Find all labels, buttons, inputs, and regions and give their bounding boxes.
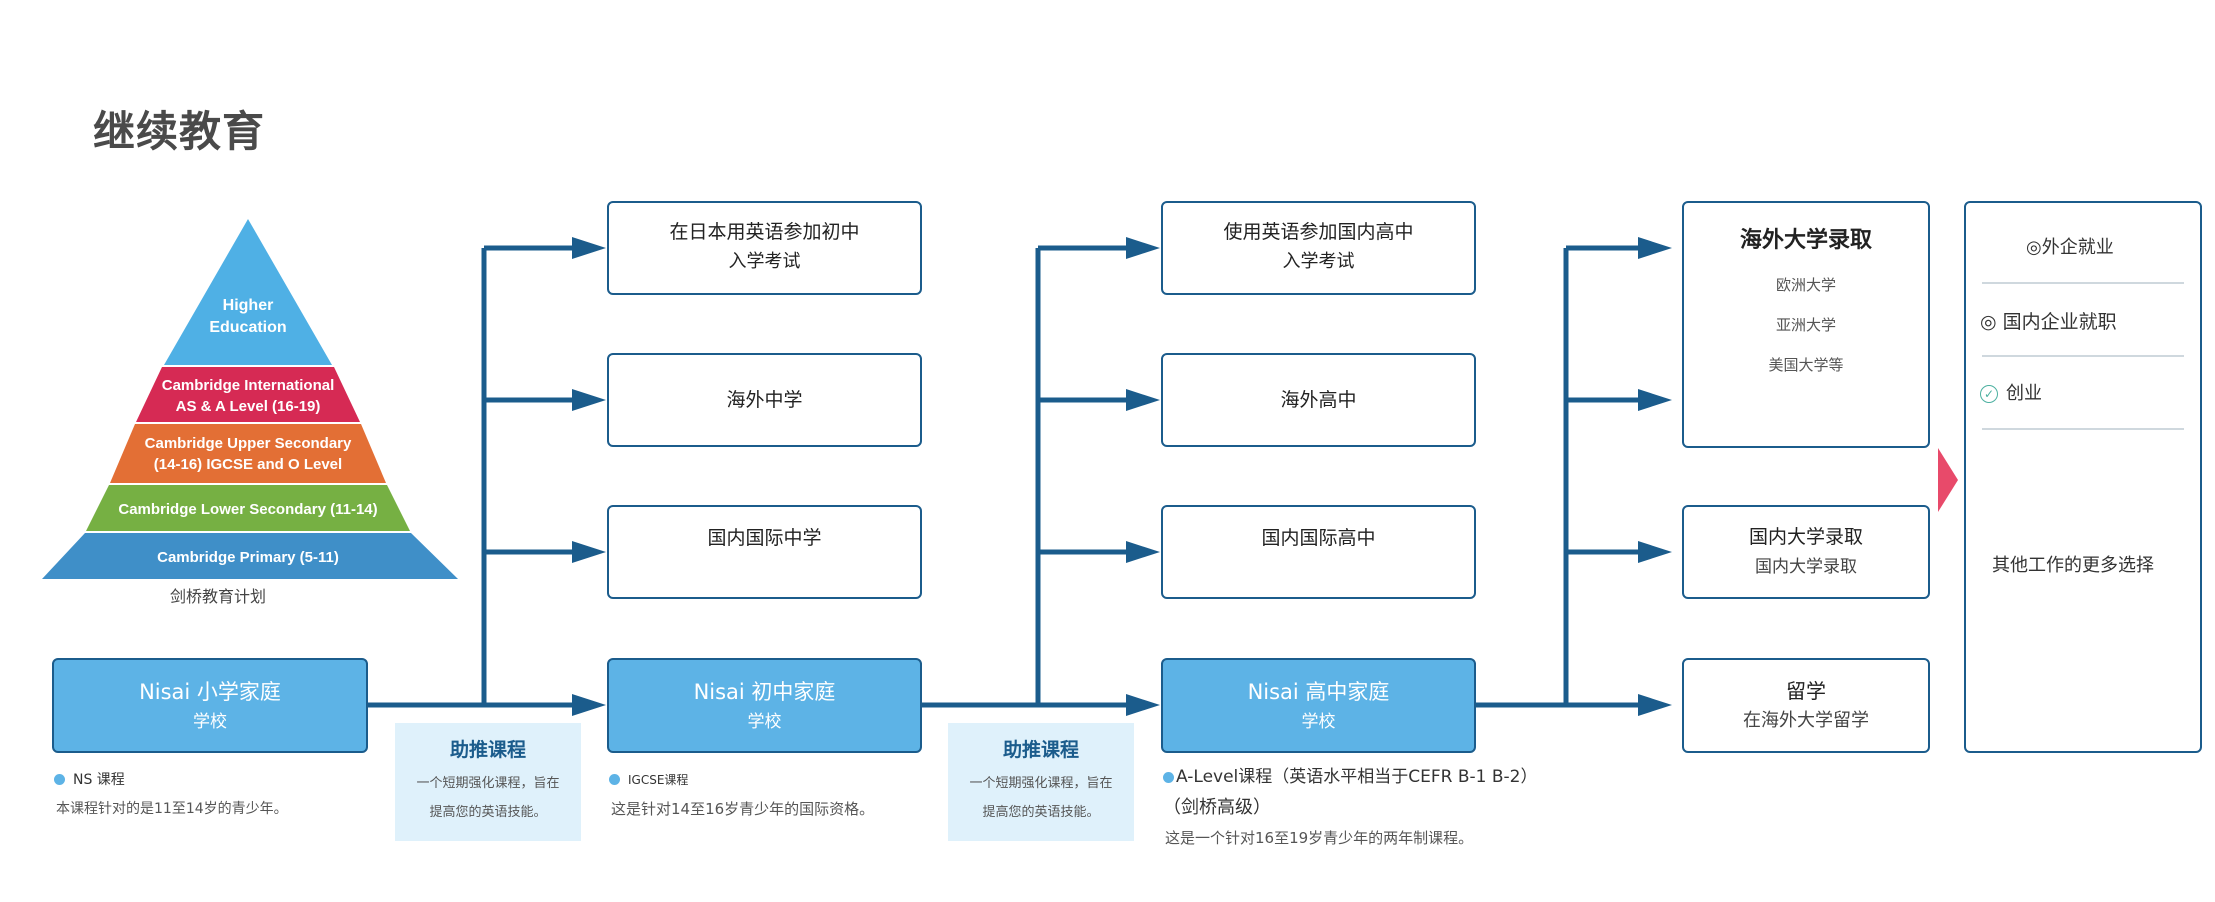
career-item-domestic: ◎ 国内企业就职 [1980, 311, 2117, 333]
boost-desc: 一个短期强化课程，旨在提高您的英语技能。 [969, 776, 1113, 820]
boost-title: 助推课程 [1002, 739, 1079, 761]
school-junior[interactable]: Nisai 初中家庭 学校 [607, 658, 922, 753]
school-sub: 学校 [747, 711, 782, 732]
pyramid-level-upper-secondary [110, 424, 386, 483]
school-name: Nisai 高中家庭 [1247, 679, 1390, 704]
divider [1982, 428, 2184, 430]
pyramid-label: AS & A Level (16-19) [176, 398, 321, 415]
school-primary[interactable]: Nisai 小学家庭 学校 [52, 658, 368, 753]
course-label: NS 课程 [54, 765, 125, 794]
pyramid-level-lower-secondary [86, 485, 410, 531]
box-jhs-exam: 在日本用英语参加初中 入学考试 [607, 201, 922, 295]
boost-course-2: 助推课程 一个短期强化课程，旨在提高您的英语技能。 [948, 723, 1134, 841]
pyramid-caption: 剑桥教育计划 [170, 587, 267, 606]
divider [1982, 282, 2184, 284]
school-name: Nisai 初中家庭 [693, 679, 836, 704]
boost-title: 助推课程 [449, 739, 526, 761]
bullet-icon [609, 774, 620, 785]
career-footer: 其他工作的更多选择 [1992, 555, 2154, 576]
pyramid-level-higher [164, 219, 332, 365]
box-shs-exam: 使用英语参加国内高中 入学考试 [1161, 201, 1476, 295]
pyramid-label: Cambridge Lower Secondary (11-14) [118, 501, 377, 518]
pyramid-label: Cambridge Upper Secondary [145, 435, 352, 452]
course-desc: 本课程针对的是11至14岁的青少年。 [56, 801, 288, 817]
career-item-foreign: ◎外企就业 [2026, 237, 2114, 258]
box-study-abroad: 留学 在海外大学留学 [1682, 658, 1930, 753]
divider [1982, 355, 2184, 357]
course-label: IGCSE课程 [609, 765, 688, 794]
career-item-startup: ✓创业 [1980, 379, 2184, 405]
pyramid-label: Cambridge International [162, 377, 335, 394]
box-domestic-intl-shs: 国内国际高中 [1161, 505, 1476, 599]
cambridge-pyramid: Higher Education Cambridge International… [42, 219, 458, 579]
box-domestic-intl-jhs: 国内国际中学 [607, 505, 922, 599]
school-senior[interactable]: Nisai 高中家庭 学校 [1161, 658, 1476, 753]
pyramid-level-as-a [136, 367, 360, 422]
overseas-university-title: 海外大学录取 [1739, 228, 1872, 253]
box-overseas-shs: 海外高中 [1161, 353, 1476, 447]
check-circle-icon: ✓ [1980, 385, 1998, 403]
boost-course-1: 助推课程 一个短期强化课程，旨在提高您的英语技能。 [395, 723, 581, 841]
pyramid-level-primary [42, 533, 458, 579]
pyramid-label: (14-16) IGCSE and O Level [154, 456, 342, 473]
box-overseas-university: 海外大学录取 欧洲大学 亚洲大学 美国大学等 [1682, 201, 1930, 448]
pyramid-label: Cambridge Primary (5-11) [157, 549, 339, 566]
bullet-icon [1163, 771, 1174, 783]
pyramid-label: Higher [223, 297, 274, 314]
course-desc: 这是针对14至16岁青少年的国际资格。 [611, 800, 875, 818]
pink-arrow-icon [1938, 448, 1958, 512]
course-label-2: （剑桥高级） [1163, 797, 1271, 818]
boost-desc: 一个短期强化课程，旨在提高您的英语技能。 [416, 776, 560, 820]
course-desc: 这是一个针对16至19岁青少年的两年制课程。 [1165, 829, 1474, 847]
pyramid-label: Education [209, 319, 286, 336]
school-sub: 学校 [1301, 711, 1336, 732]
page-title: 继续教育 [93, 107, 266, 156]
course-label: A-Level课程（英语水平相当于CEFR B-1 B-2） [1163, 763, 1538, 791]
box-overseas-jhs: 海外中学 [607, 353, 922, 447]
school-sub: 学校 [193, 711, 227, 732]
box-domestic-university: 国内大学录取 国内大学录取 [1682, 505, 1930, 599]
school-name: Nisai 小学家庭 [139, 679, 281, 704]
career-panel: ◎外企就业 ◎ 国内企业就职 ✓创业 其他工作的更多选择 [1964, 201, 2202, 753]
bullet-icon [54, 774, 65, 785]
